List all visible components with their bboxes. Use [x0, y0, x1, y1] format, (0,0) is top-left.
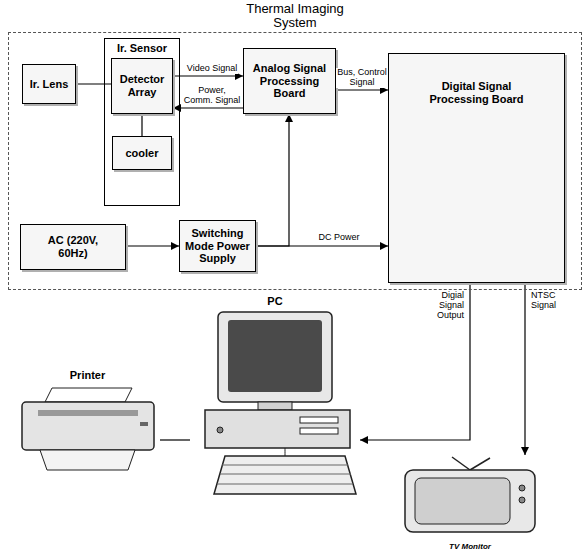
signal-connector — [256, 114, 289, 246]
antenna — [470, 458, 490, 470]
signal-connector — [141, 114, 142, 136]
paper-slot — [38, 410, 138, 416]
device-icon: TV Monitor — [400, 455, 540, 553]
box-label: Ir. Sensor — [117, 42, 167, 55]
process-box: Switching Mode Power Supply — [179, 220, 256, 272]
process-box: Detector Array — [111, 58, 173, 114]
device-icon: PC — [190, 294, 360, 500]
box-label: Detector Array — [116, 73, 168, 98]
paper-tray — [45, 388, 132, 402]
system-boundary: Thermal Imaging SystemIr. SensorDetector… — [8, 32, 582, 290]
disk-drive — [300, 428, 338, 434]
process-box: Ir. Lens — [22, 64, 76, 104]
monitor-housing — [218, 312, 332, 402]
device-icon: Printer — [15, 368, 160, 476]
signal-connector — [126, 245, 179, 246]
box-label: Analog Signal Processing Board — [248, 62, 331, 100]
tv-knob — [519, 497, 525, 503]
box-label: Printer — [70, 369, 105, 382]
computer-case — [205, 410, 350, 448]
tv-housing — [405, 470, 535, 532]
signal-label: Power, Comm. Signal — [182, 86, 242, 106]
key-row — [217, 484, 353, 485]
output-tray — [40, 450, 135, 470]
signal-connector — [256, 245, 388, 246]
signal-label: Video Signal — [186, 64, 238, 74]
signal-label: NTSC Signal — [530, 291, 582, 311]
box-label: Ir. Lens — [30, 78, 69, 91]
box-label: Switching Mode Power Supply — [184, 227, 251, 265]
signal-label: Bus, Control Signal — [336, 68, 388, 88]
signal-label: Digial Signal Output — [413, 291, 465, 321]
system-heading: Thermal Imaging System — [235, 2, 355, 30]
process-box: Analog Signal Processing Board — [243, 48, 336, 114]
signal-connector — [336, 89, 388, 90]
signal-connector — [360, 283, 470, 440]
box-label: PC — [267, 295, 282, 308]
box-label: cooler — [125, 147, 158, 160]
signal-connector — [524, 283, 525, 455]
box-label: Digital Signal Processing Board — [427, 80, 527, 105]
keyboard-cable — [285, 448, 286, 456]
disk-drive — [300, 417, 338, 423]
printer-body — [22, 402, 154, 450]
signal-connector — [160, 439, 190, 440]
tv-knob — [519, 485, 525, 491]
process-box: AC (220V, 60Hz) — [20, 224, 126, 270]
box-label: TV Monitor — [449, 542, 491, 551]
tv-screen — [415, 478, 510, 524]
key-row — [220, 474, 351, 475]
sensor-group: Ir. SensorDetector Array cooler — [104, 38, 180, 206]
process-box: Digital Signal Processing Board — [388, 53, 565, 283]
printer-button — [140, 422, 148, 426]
signal-connector — [173, 107, 243, 108]
antenna — [452, 457, 470, 470]
monitor-screen — [228, 320, 322, 392]
monitor-stand — [258, 402, 292, 410]
power-button — [217, 427, 223, 433]
key-row — [222, 465, 348, 466]
box-label: AC (220V, 60Hz) — [33, 234, 113, 259]
signal-label: DC Power — [317, 233, 360, 243]
signal-connector — [173, 75, 243, 76]
process-box: cooler — [112, 136, 172, 170]
signal-connector — [76, 83, 111, 84]
keyboard — [214, 456, 356, 494]
